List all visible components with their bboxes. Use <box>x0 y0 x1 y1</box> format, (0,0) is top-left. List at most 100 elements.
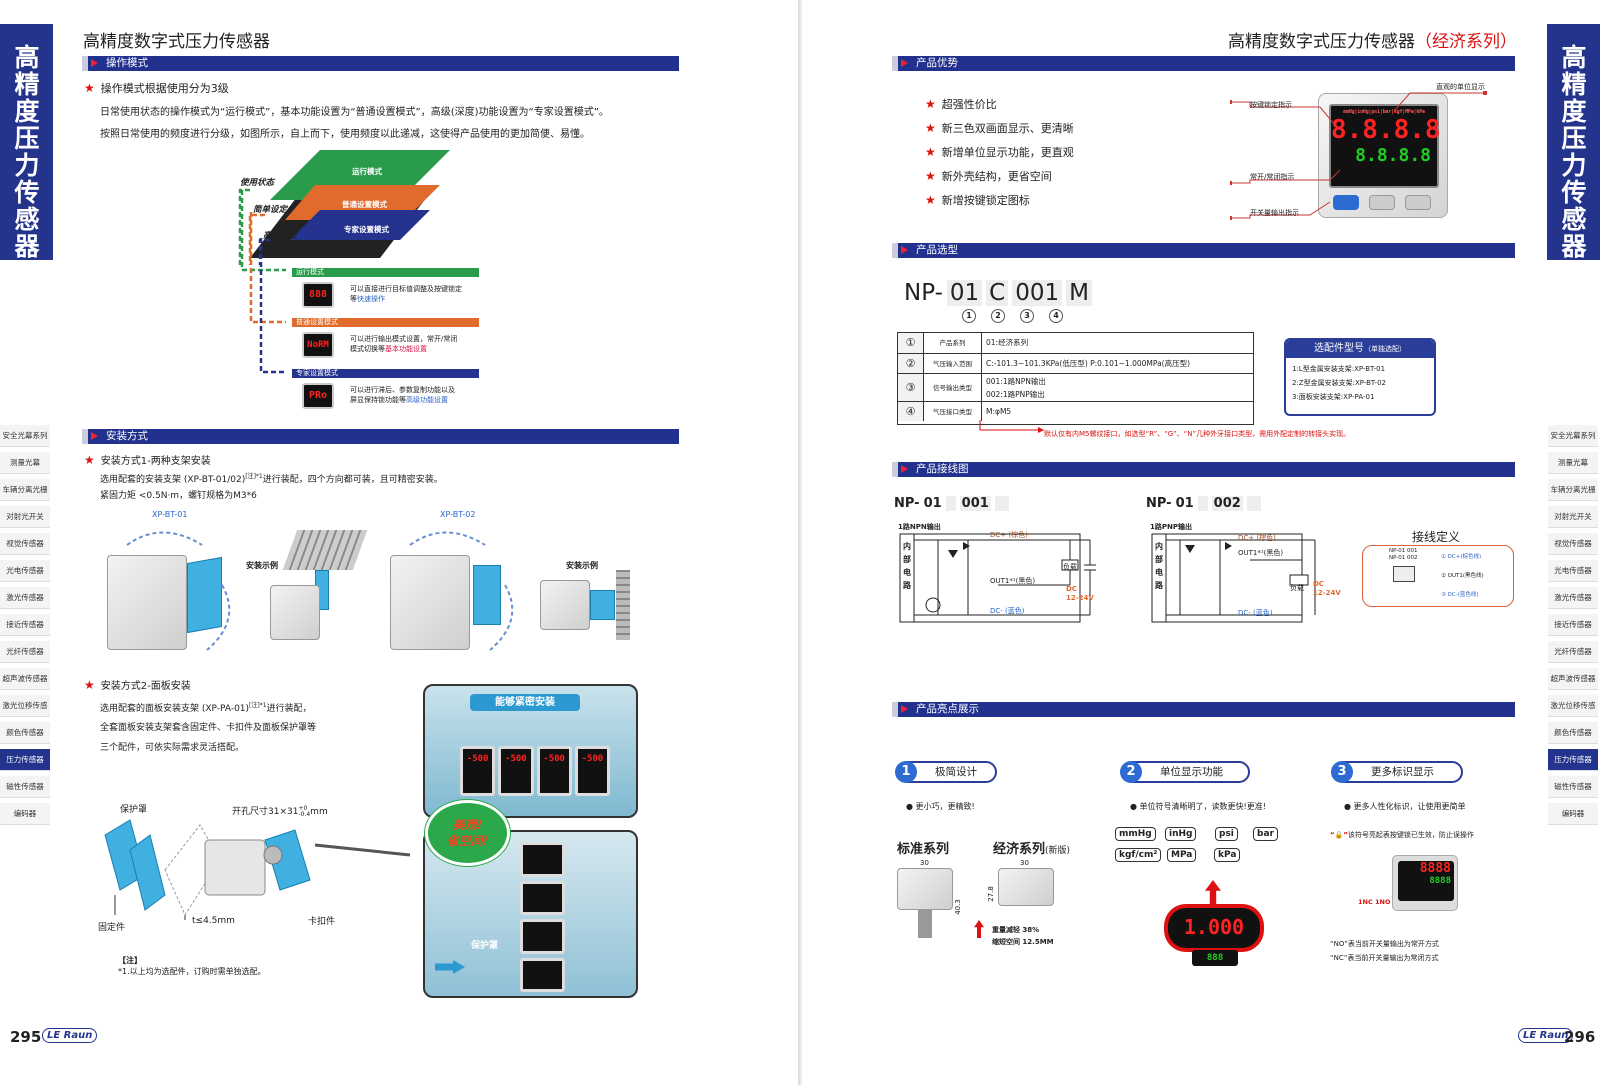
category-item[interactable]: 颜色传感器 <box>0 722 50 744</box>
right-title-suffix: （经济系列） <box>1415 32 1517 52</box>
npn-dcplus: DC+ (棕色) <box>990 531 1028 539</box>
hl-reduce: 重量减轻 38% <box>992 926 1040 934</box>
category-item[interactable]: 安全光幕系列 <box>0 425 50 447</box>
lcd-normal-text: NoRM <box>307 340 329 350</box>
callout-nonc: 常开/常闭指示 <box>1250 173 1295 181</box>
device-main-value: 8.8.8.8 <box>1331 115 1441 145</box>
advantage-text: 新三色双画面显示、更清晰 <box>941 122 1074 135</box>
category-item[interactable]: 超声波传感器 <box>1548 668 1598 690</box>
pnp-dcminus: DC- (蓝色) <box>1238 609 1273 617</box>
selection-row-value: 01:经济系列 <box>982 333 1253 353</box>
category-item[interactable]: 超声波传感器 <box>0 668 50 690</box>
unit-box: bar <box>1253 827 1278 841</box>
pnp-dc-text: DC <box>1313 580 1324 588</box>
category-item[interactable]: 接近传感器 <box>1548 614 1598 636</box>
desc-run-b: 等 <box>350 295 357 303</box>
category-item[interactable]: 压力传感器 <box>1548 749 1598 771</box>
advantage-text: 新增单位显示功能，更直观 <box>941 146 1074 159</box>
device-units: mmHg|inHg|psi|bar|kgf|MPa|kPa <box>1343 109 1425 115</box>
category-item[interactable]: 车辆分离光栅 <box>0 479 50 501</box>
pnp-model-p2: 002 <box>1211 496 1243 511</box>
hl-1-bullet: ● 更小巧，更精致! <box>906 802 975 811</box>
accessory-title-sub: （单独选配） <box>1364 345 1406 353</box>
eco-series-text: 经济系列 <box>993 842 1046 857</box>
selection-row-number: ① <box>898 333 924 353</box>
desc-expert-b: 屏显保持锁功能等 <box>350 396 406 404</box>
category-item[interactable]: 激光位移传感器 <box>1548 695 1598 732</box>
panel-photo-bottom: 保护罩 <box>423 830 638 998</box>
category-item[interactable]: 对射光开关 <box>1548 506 1598 528</box>
npn-title: 1路NPN输出 <box>898 523 941 531</box>
hl-2-bullet: ● 单位符号清晰明了，读数更快!更准! <box>1130 802 1266 811</box>
left-logo: LE Raun <box>42 1028 98 1043</box>
hl-3-lcd-sub: 8888 <box>1429 876 1451 886</box>
band-expert-label: 专家设置模式 <box>296 369 338 377</box>
layer-run-label: 运行模式 <box>352 167 382 176</box>
advantage-item: ★新三色双画面显示、更清晰 <box>925 120 1074 144</box>
category-item[interactable]: 编码器 <box>1548 803 1598 825</box>
selection-row-name: 产品系列 <box>924 333 982 353</box>
wiring-def-pins: ① DC+(棕色线)② OUT1(黑色线)③ DC-(蓝色线) <box>1441 548 1484 605</box>
m2-p2: 全套面板安装支架套含固定件、卡扣件及面板保护罩等 <box>100 723 317 733</box>
m2-p3: 三个配件，可依实际需求灵活搭配。 <box>100 743 245 753</box>
category-item[interactable]: 测量光幕 <box>1548 452 1598 474</box>
category-item[interactable]: 激光位移传感器 <box>0 695 50 732</box>
category-item[interactable]: 光纤传感器 <box>0 641 50 663</box>
category-item[interactable]: 激光传感器 <box>1548 587 1598 609</box>
accessory-title: 选配件型号（单独选配） <box>1286 340 1434 358</box>
note-text: *1.以上均为选配件，订购时需单独选配。 <box>118 967 266 976</box>
device-screen: mmHg|inHg|psi|bar|kgf|MPa|kPa 8.8.8.8 8.… <box>1329 104 1441 188</box>
category-item[interactable]: 接近传感器 <box>0 614 50 636</box>
eco-arrow-icon <box>974 920 984 938</box>
label-advanced: 高级设定 <box>263 231 298 241</box>
npn-dc-text: DC <box>1066 585 1077 593</box>
advantage-text: 新外壳结构，更省空间 <box>941 170 1052 183</box>
pnp-out1: OUT1*¹(黑色) <box>1238 549 1284 557</box>
hl-1-text: 极简设计 <box>935 766 977 778</box>
layer-expert-label: 专家设置模式 <box>344 225 389 234</box>
category-item[interactable]: 视觉传感器 <box>0 533 50 555</box>
selection-note: 默认仅有内M5螺纹接口，如选型“R”、“G”、“N”几种外牙接口类型，需用外配定… <box>1044 429 1350 439</box>
category-item[interactable]: 编码器 <box>0 803 50 825</box>
category-item[interactable]: 视觉传感器 <box>1548 533 1598 555</box>
right-title-main: 高精度数字式压力传感器 <box>1228 32 1415 52</box>
category-item[interactable]: 颜色传感器 <box>1548 722 1598 744</box>
category-item[interactable]: 车辆分离光栅 <box>1548 479 1598 501</box>
hl-2-display-sub-text: 888 <box>1206 953 1224 963</box>
category-item[interactable]: 光电传感器 <box>1548 560 1598 582</box>
category-item[interactable]: 磁性传感器 <box>1548 776 1598 798</box>
category-item[interactable]: 测量光幕 <box>0 452 50 474</box>
photo-lcd-4: -500 <box>574 746 610 796</box>
right-logo: LE Raun <box>1518 1028 1574 1043</box>
pnp-load: 负载 <box>1290 584 1304 592</box>
m1-title-text: 安装方式1-两种支架安装 <box>100 456 211 467</box>
hl-3-device: 8888 8888 <box>1392 855 1458 911</box>
lock-symbol-icon: “🔒” <box>1330 831 1348 839</box>
category-item[interactable]: 光电传感器 <box>0 560 50 582</box>
note-title: 【注】 <box>118 956 142 965</box>
layer-normal-label: 普通设置模式 <box>342 200 387 209</box>
model-code-number: 3 <box>1020 309 1034 323</box>
selection-row-value-text: 001:1路NPN输出 <box>986 377 1046 386</box>
right-category-rail: 安全光幕系列测量光幕车辆分离光栅对射光开关视觉传感器光电传感器激光传感器接近传感… <box>1548 425 1600 830</box>
category-item[interactable]: 光纤传感器 <box>1548 641 1598 663</box>
left-side-tab: 高精度压力传感器 <box>0 24 53 260</box>
category-item[interactable]: 对射光开关 <box>0 506 50 528</box>
wiring-connector-icon <box>1393 566 1415 582</box>
npn-model-p2: 001 <box>959 496 991 511</box>
star-icon: ★ <box>925 145 936 159</box>
category-item[interactable]: 安全光幕系列 <box>1548 425 1598 447</box>
category-item[interactable]: 压力传感器 <box>0 749 50 771</box>
selection-note-arrow <box>979 420 1044 433</box>
category-item[interactable]: 磁性传感器 <box>0 776 50 798</box>
def-np2v: 002 <box>1407 555 1418 561</box>
selection-row-value-text: C:-101.3~101.3KPa(低压型) P:0.101~1.000MPa(… <box>986 359 1191 368</box>
category-item[interactable]: 激光传感器 <box>0 587 50 609</box>
